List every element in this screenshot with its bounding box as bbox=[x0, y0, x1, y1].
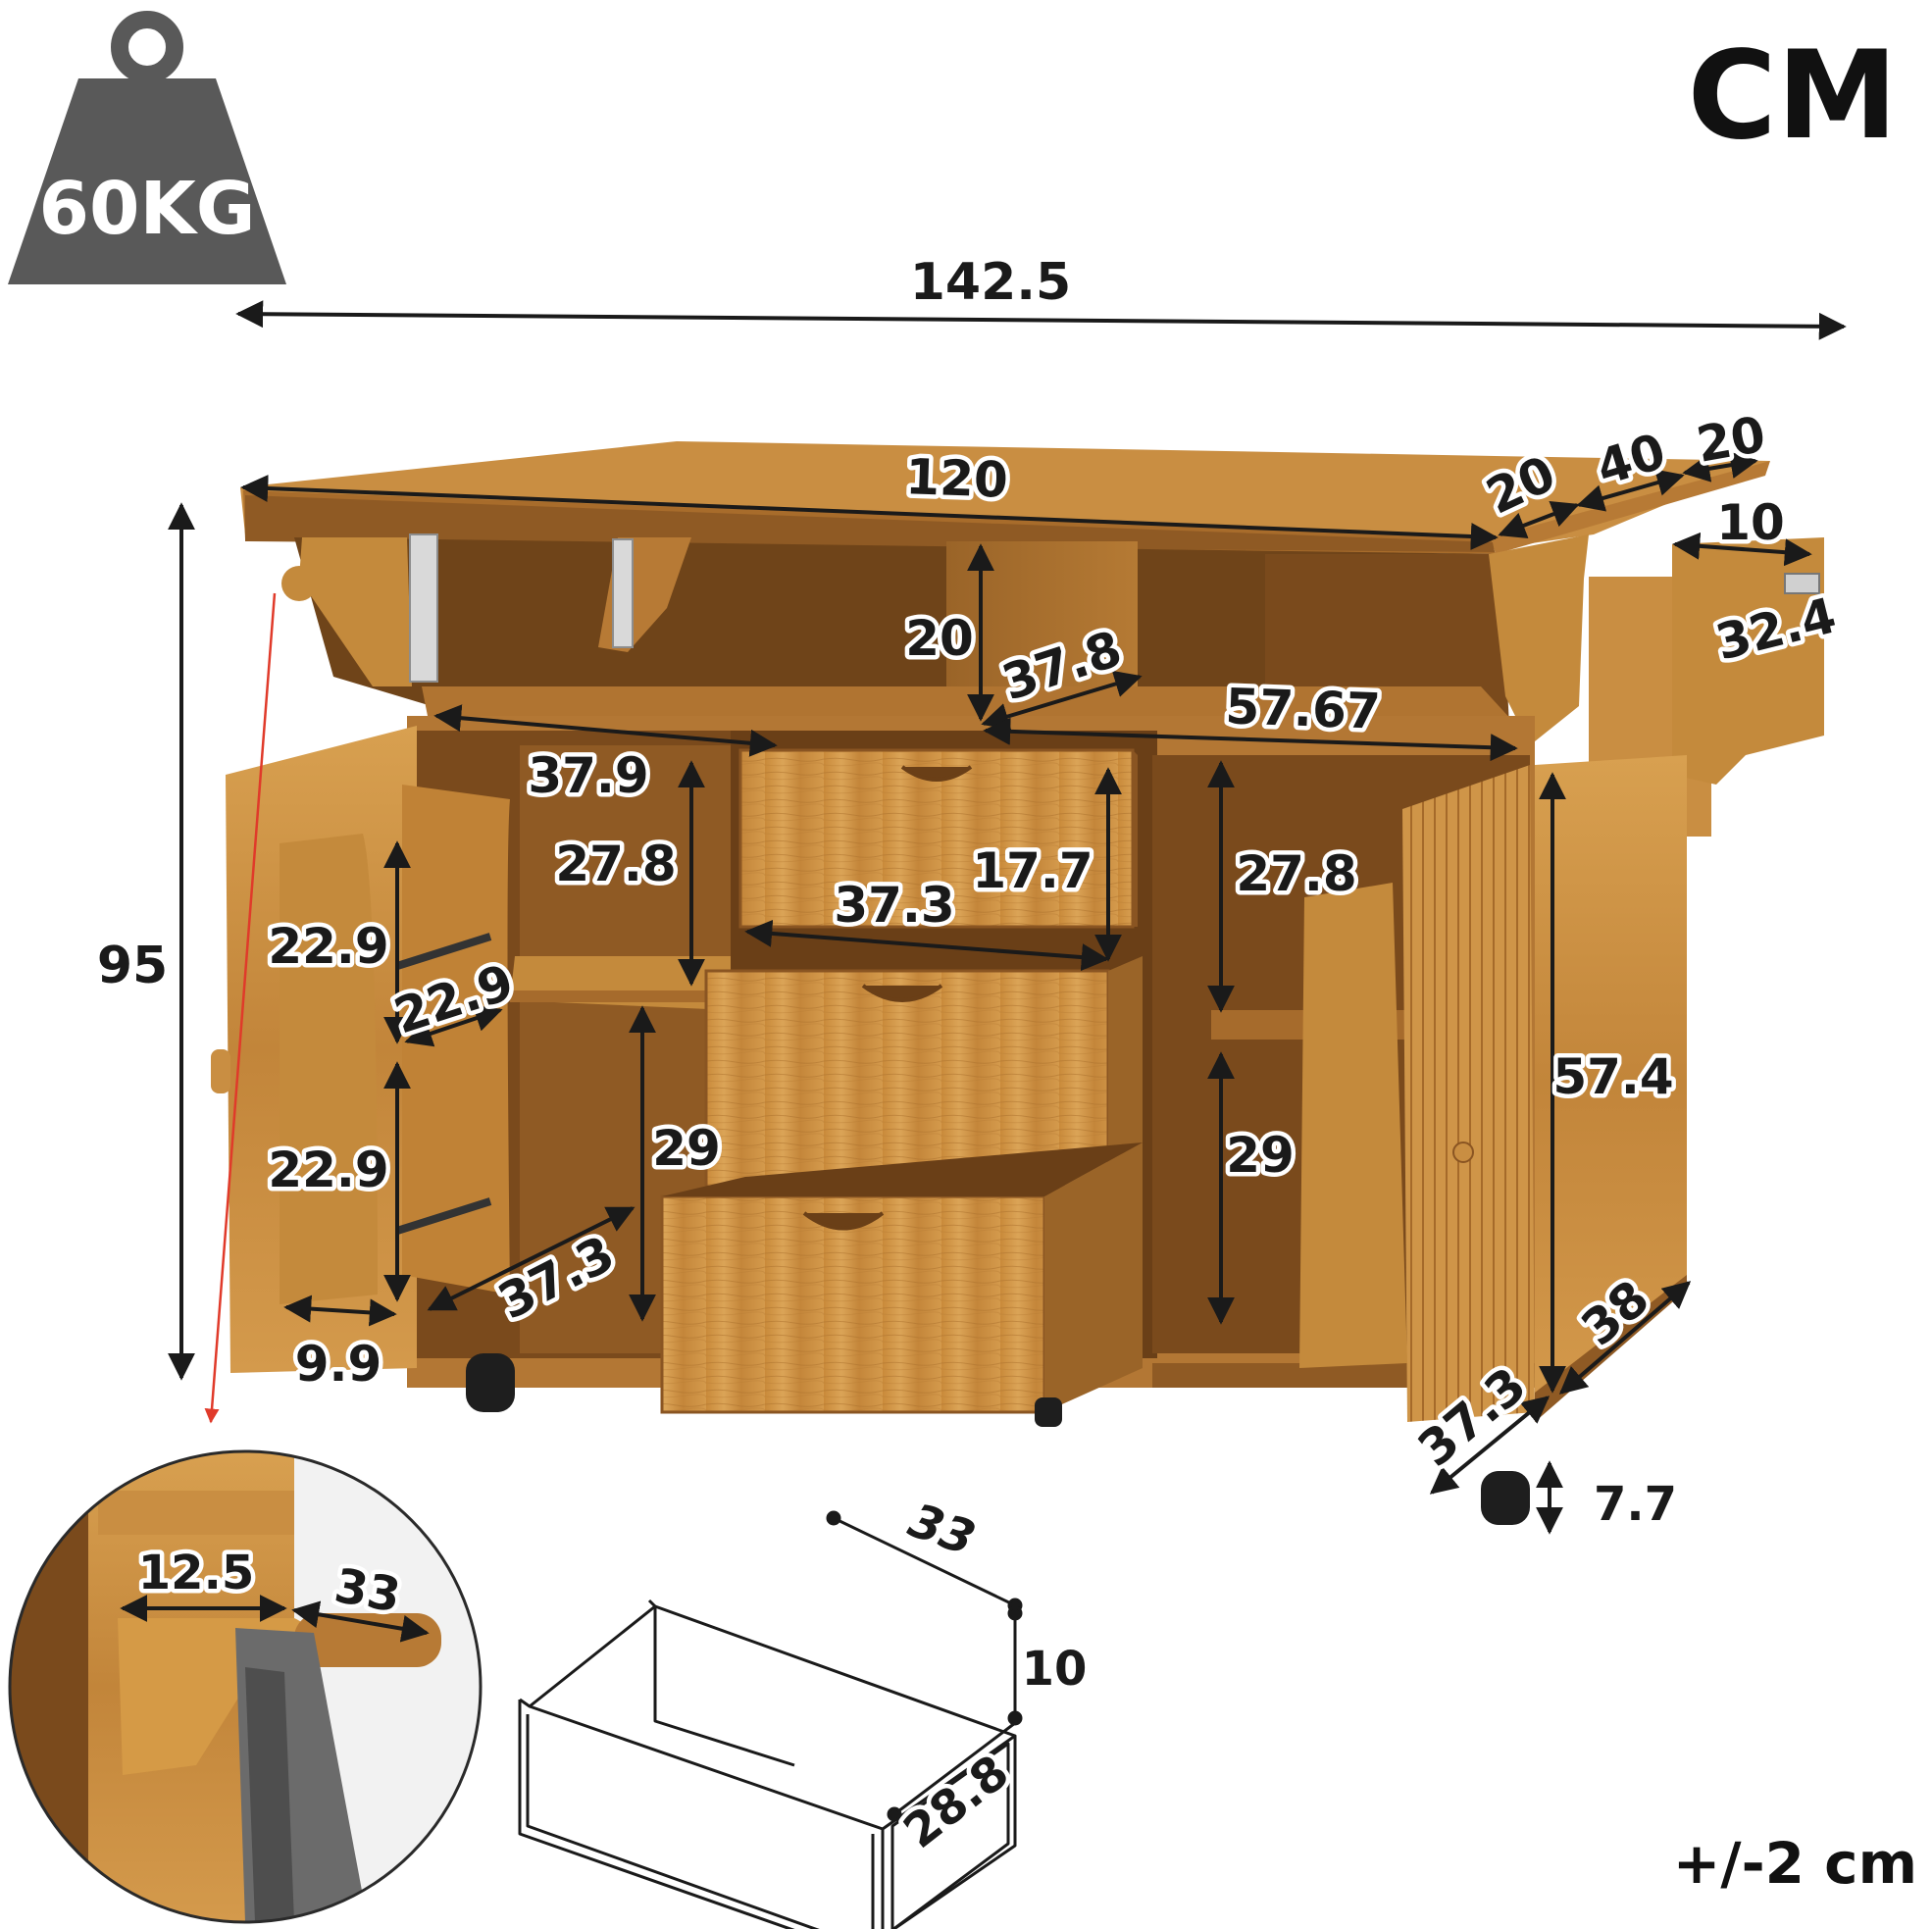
door-rack-upper-label: 22.9 bbox=[268, 918, 388, 975]
towel-bar-detail bbox=[8, 1449, 483, 1924]
left-upper-height-label: 27.8 bbox=[555, 836, 676, 892]
drawer-line-drawing bbox=[518, 1599, 1017, 1929]
drawer-height-detail-label: 10 bbox=[1022, 1642, 1088, 1697]
upper-shelf-width-label: 57.67 bbox=[1225, 678, 1382, 739]
right-upper-height-label: 27.8 bbox=[1236, 845, 1356, 902]
towel-bar-detail-lines bbox=[120, 1595, 430, 1643]
side-height-label: 57.4 bbox=[1552, 1048, 1673, 1105]
overall-width-label: 142.5 bbox=[910, 253, 1071, 312]
overall-height-label: 95 bbox=[97, 937, 168, 995]
upper-shelf-height-label: 20 bbox=[905, 610, 974, 667]
unit-label: CM bbox=[1688, 25, 1898, 167]
drawer-height-label: 17.7 bbox=[972, 842, 1093, 899]
spice-rack-depth-label: 10 bbox=[1716, 494, 1785, 551]
caster-wheel-icon bbox=[466, 1353, 1530, 1525]
hinge-icon bbox=[409, 533, 634, 683]
door-rack-lower-label: 22.9 bbox=[268, 1142, 388, 1198]
detail-leader-line bbox=[204, 592, 277, 1424]
dimension-lines bbox=[240, 451, 1812, 1535]
weight-capacity-label: 60KG bbox=[38, 167, 255, 251]
overall-width-line bbox=[235, 300, 1847, 340]
drawer-front-width-label: 37.3 bbox=[834, 877, 954, 934]
door-rack-depth-label: 9.9 bbox=[295, 1336, 382, 1393]
towel-icon bbox=[235, 1628, 368, 1922]
left-lower-height-label: 29 bbox=[652, 1120, 721, 1177]
tolerance-label: +/-2 cm bbox=[1673, 1830, 1917, 1897]
right-lower-height-label: 29 bbox=[1226, 1127, 1295, 1184]
left-cabinet-width-label: 37.9 bbox=[528, 747, 648, 804]
top-width-label: 120 bbox=[904, 448, 1008, 509]
weight-icon bbox=[8, 11, 286, 284]
drop-leaf-far-label: 20 bbox=[1693, 406, 1770, 474]
towel-bracket-width-label: 12.5 bbox=[138, 1546, 254, 1600]
caster-height-label: 7.7 bbox=[1594, 1477, 1677, 1532]
drawer-dimension-lines bbox=[826, 1510, 1023, 1822]
towel-bar-length-label: 33 bbox=[330, 1558, 405, 1624]
